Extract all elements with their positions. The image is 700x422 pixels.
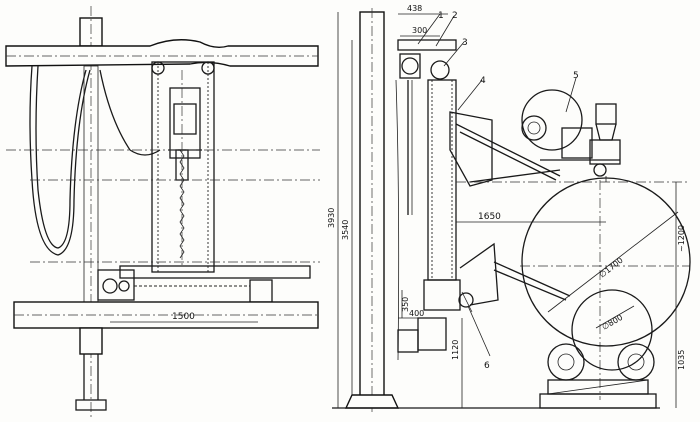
lower-arm-beam-2 bbox=[493, 269, 567, 301]
top-gearbox bbox=[399, 53, 421, 79]
sprocket-right bbox=[201, 61, 215, 75]
roller-bed-brace bbox=[547, 379, 649, 395]
hand-wheel-spoke bbox=[461, 291, 473, 313]
dim-1650-label: 1650 bbox=[478, 212, 501, 222]
roller-base bbox=[539, 393, 657, 409]
dim-1700-line bbox=[547, 211, 679, 313]
top-sprocket-right bbox=[430, 60, 450, 80]
carriage-base-left bbox=[97, 269, 135, 301]
head-assembly bbox=[169, 87, 201, 159]
dim-3540-label: 3540 bbox=[341, 220, 350, 240]
lower-arm bbox=[459, 242, 499, 306]
callout-4: 4 bbox=[480, 76, 486, 86]
drive-motor bbox=[417, 317, 447, 351]
leader-5 bbox=[565, 77, 577, 113]
callout-3: 3 bbox=[462, 38, 468, 48]
head-motor bbox=[173, 103, 197, 135]
dim-800-label: ∅800 bbox=[601, 313, 625, 332]
dim-1700-label: ∅1700 bbox=[598, 256, 625, 280]
dim-350-label: 350 bbox=[401, 297, 410, 312]
cable-loop-1 bbox=[29, 65, 91, 256]
lead-screw bbox=[179, 149, 185, 259]
leader-6 bbox=[467, 305, 491, 357]
hopper-funnel bbox=[595, 123, 617, 141]
lower-arm-beam bbox=[493, 261, 571, 297]
base-wheel-right bbox=[118, 280, 130, 292]
dim-1120-label: 1120 bbox=[451, 340, 460, 360]
lower-carriage bbox=[423, 279, 461, 311]
feed-motor-hub bbox=[527, 121, 541, 135]
feed-motor bbox=[521, 115, 547, 141]
leader-2 bbox=[435, 15, 455, 47]
dim-3930-label: 3930 bbox=[327, 208, 336, 228]
drive-coupling bbox=[397, 329, 419, 353]
dim-1500-label: 1500 bbox=[172, 312, 195, 322]
hand-wheel bbox=[458, 292, 474, 308]
dim-1200-label: ~1200 bbox=[677, 225, 686, 252]
sprocket-left bbox=[151, 61, 165, 75]
carriage-frame bbox=[151, 61, 215, 273]
dim-1035-label: 1035 bbox=[677, 350, 686, 370]
carriage-rail bbox=[119, 265, 311, 279]
leader-3 bbox=[443, 41, 465, 67]
cable bbox=[395, 79, 400, 361]
right-view: 3930 3540 438 300 bbox=[327, 4, 691, 412]
top-bracket bbox=[397, 39, 457, 51]
flux-hopper bbox=[595, 103, 617, 125]
callout-6: 6 bbox=[484, 361, 490, 371]
cable-loop-2 bbox=[35, 65, 87, 249]
column-foot bbox=[75, 399, 107, 411]
dim-300-label: 300 bbox=[412, 26, 427, 35]
end-block bbox=[249, 279, 273, 303]
column-bottom-cap bbox=[79, 327, 103, 355]
wire-reel bbox=[521, 89, 583, 151]
dim-400-label: 400 bbox=[409, 309, 424, 318]
roller-left bbox=[547, 343, 585, 381]
control-box bbox=[561, 127, 593, 159]
inner-vessel bbox=[571, 289, 653, 371]
torch-nozzle bbox=[593, 163, 607, 177]
dim-800-line bbox=[595, 305, 635, 329]
arm-beam-lower bbox=[459, 131, 557, 181]
dim-438-label: 438 bbox=[407, 4, 422, 13]
arm-strut bbox=[469, 169, 561, 183]
arm-beam-upper bbox=[455, 123, 561, 177]
leader-1 bbox=[417, 13, 441, 45]
roller-right-hub bbox=[627, 353, 645, 371]
column-base bbox=[344, 394, 400, 409]
left-view: 1500 bbox=[5, 6, 320, 420]
torch-unit bbox=[589, 139, 621, 165]
cable-loop-3 bbox=[99, 69, 161, 156]
arm-bracket bbox=[449, 111, 493, 187]
top-sprocket-left bbox=[401, 57, 419, 75]
base-wheel-left bbox=[102, 278, 118, 294]
leader-4 bbox=[457, 79, 483, 111]
callout-2: 2 bbox=[452, 11, 458, 21]
roller-left-hub bbox=[557, 353, 575, 371]
callout-1: 1 bbox=[438, 11, 444, 21]
callout-5: 5 bbox=[573, 71, 579, 81]
